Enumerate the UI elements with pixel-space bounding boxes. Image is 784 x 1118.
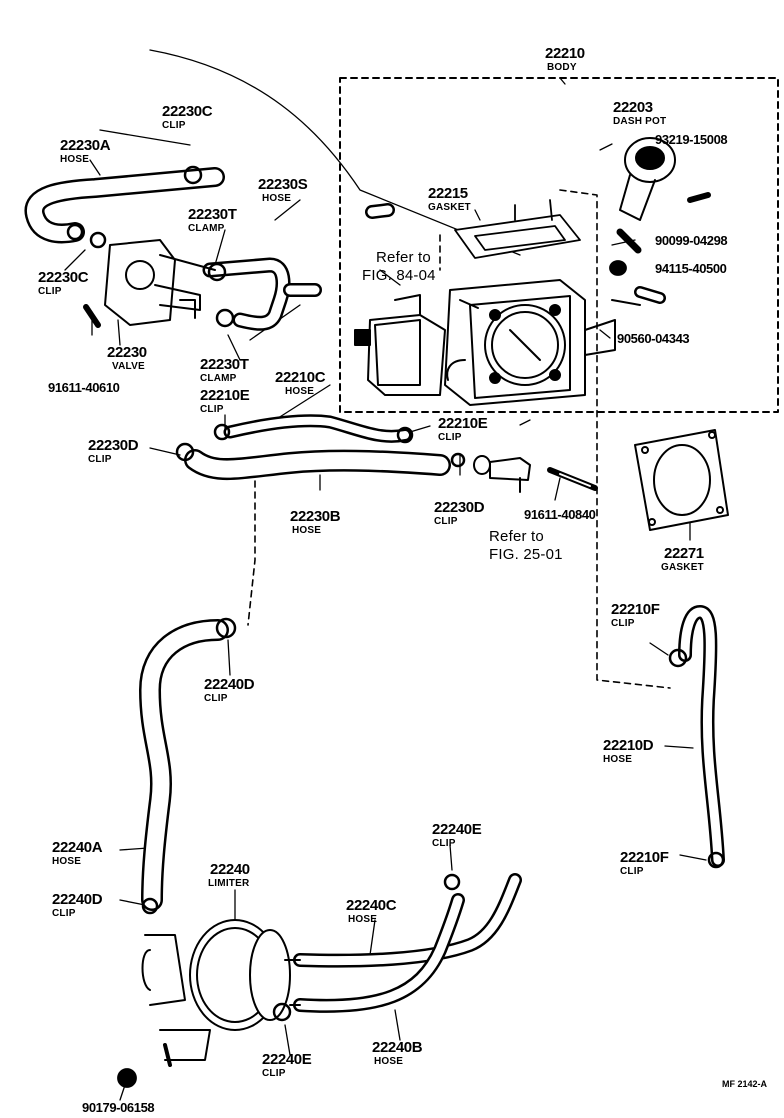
clip-240d-t-name: CLIP xyxy=(204,693,228,704)
clip-210e-l-name: CLIP xyxy=(200,404,224,415)
hose-a-name: HOSE xyxy=(60,154,90,165)
hose-210d-number: 22210D xyxy=(603,737,654,754)
hose-230b-number: 22230B xyxy=(290,508,341,525)
hose-240b-number: 22240B xyxy=(372,1039,423,1056)
clip-240e-b-name: CLIP xyxy=(262,1068,286,1079)
limiter-name: LIMITER xyxy=(208,878,250,889)
clip-230d-r-name: CLIP xyxy=(434,516,458,527)
clip-210e-r-number: 22210E xyxy=(438,415,488,432)
hose-240c-name: HOSE xyxy=(348,914,378,925)
fig-84-ref-line2: FIG. 84-04 xyxy=(362,267,436,284)
pipe-stubs xyxy=(283,203,666,306)
limiter-number: 22240 xyxy=(210,861,250,878)
clip-240d-b-number: 22240D xyxy=(52,891,103,908)
fig-25-ref-line1: Refer to xyxy=(489,528,544,545)
clips xyxy=(66,165,725,1022)
hose-210c-number: 22210C xyxy=(275,369,326,386)
gasket-271-name: GASKET xyxy=(661,562,704,573)
bolt-90099-number: 90099-04298 xyxy=(655,233,728,248)
clip-c-top-number: 22230C xyxy=(162,103,213,120)
bolt-91611-a-number: 91611-40610 xyxy=(48,380,120,395)
fasteners xyxy=(83,192,711,1088)
hose-210c-name: HOSE xyxy=(285,386,315,397)
hose-240c-number: 22240C xyxy=(346,897,397,914)
hose-s-name: HOSE xyxy=(262,193,292,204)
dash-pot xyxy=(619,137,676,221)
clip-240e-t-number: 22240E xyxy=(432,821,482,838)
nut-90179-number: 90179-06158 xyxy=(82,1100,155,1115)
figure-code: MF 2142-A xyxy=(722,1079,768,1089)
clamp-t-bot-number: 22230T xyxy=(200,356,249,373)
fig-84-ref-line1: Refer to xyxy=(376,249,431,266)
nut-94115-number: 94115-40500 xyxy=(655,261,727,276)
clip-240e-b-number: 22240E xyxy=(262,1051,312,1068)
gasket-271-number: 22271 xyxy=(664,545,704,562)
screw-93219-number: 93219-15008 xyxy=(655,132,728,147)
clip-210f-t-number: 22210F xyxy=(611,601,660,618)
hose-240a-number: 22240A xyxy=(52,839,103,856)
clip-230d-l-name: CLIP xyxy=(88,454,112,465)
throttle-body xyxy=(444,279,616,406)
clamp-t-top-name: CLAMP xyxy=(188,223,225,234)
fig-25-ref-line2: FIG. 25-01 xyxy=(489,546,563,563)
sensor-box xyxy=(354,294,446,396)
dash-pot-name: DASH POT xyxy=(613,116,667,127)
body-name: BODY xyxy=(547,62,577,73)
hose-210d-name: HOSE xyxy=(603,754,633,765)
clip-210e-l-number: 22210E xyxy=(200,387,250,404)
clip-240d-b-name: CLIP xyxy=(52,908,76,919)
body-number: 22210 xyxy=(545,45,585,62)
clip-210f-t-name: CLIP xyxy=(611,618,635,629)
clip-210f-b-number: 22210F xyxy=(620,849,669,866)
union-fitting xyxy=(473,455,531,493)
bolt-91611-b-number: 91611-40840 xyxy=(524,507,596,522)
hose-a-number: 22230A xyxy=(60,137,111,154)
clip-230d-l-number: 22230D xyxy=(88,437,139,454)
clip-c-top-name: CLIP xyxy=(162,120,186,131)
dashed-connectors xyxy=(247,189,671,689)
gasket-top xyxy=(454,199,581,259)
hose-230b-name: HOSE xyxy=(292,525,322,536)
clip-230d-r-number: 22230D xyxy=(434,499,485,516)
clip-c-left-number: 22230C xyxy=(38,269,89,286)
clip-c-left-name: CLIP xyxy=(38,286,62,297)
hose-240b-name: HOSE xyxy=(374,1056,404,1067)
dash-pot-number: 22203 xyxy=(613,99,653,116)
clip-240d-t-number: 22240D xyxy=(204,676,255,693)
limiter xyxy=(141,919,301,1061)
clamp-t-top-number: 22230T xyxy=(188,206,237,223)
gasket-flange xyxy=(634,429,729,531)
gasket-top-name: GASKET xyxy=(428,202,471,213)
valve xyxy=(104,239,216,326)
clip-210e-r-name: CLIP xyxy=(438,432,462,443)
valve-name: VALVE xyxy=(112,361,145,372)
clip-210f-b-name: CLIP xyxy=(620,866,644,877)
clip-240e-t-name: CLIP xyxy=(432,838,456,849)
hose-s-number: 22230S xyxy=(258,176,308,193)
hoses xyxy=(24,167,725,1013)
hose-240a-name: HOSE xyxy=(52,856,82,867)
gasket-top-number: 22215 xyxy=(428,185,468,202)
valve-number: 22230 xyxy=(107,344,147,361)
body-assembly-box xyxy=(339,77,779,413)
clamp-t-bot-name: CLAMP xyxy=(200,373,237,384)
cap-90560-number: 90560-04343 xyxy=(617,331,690,346)
